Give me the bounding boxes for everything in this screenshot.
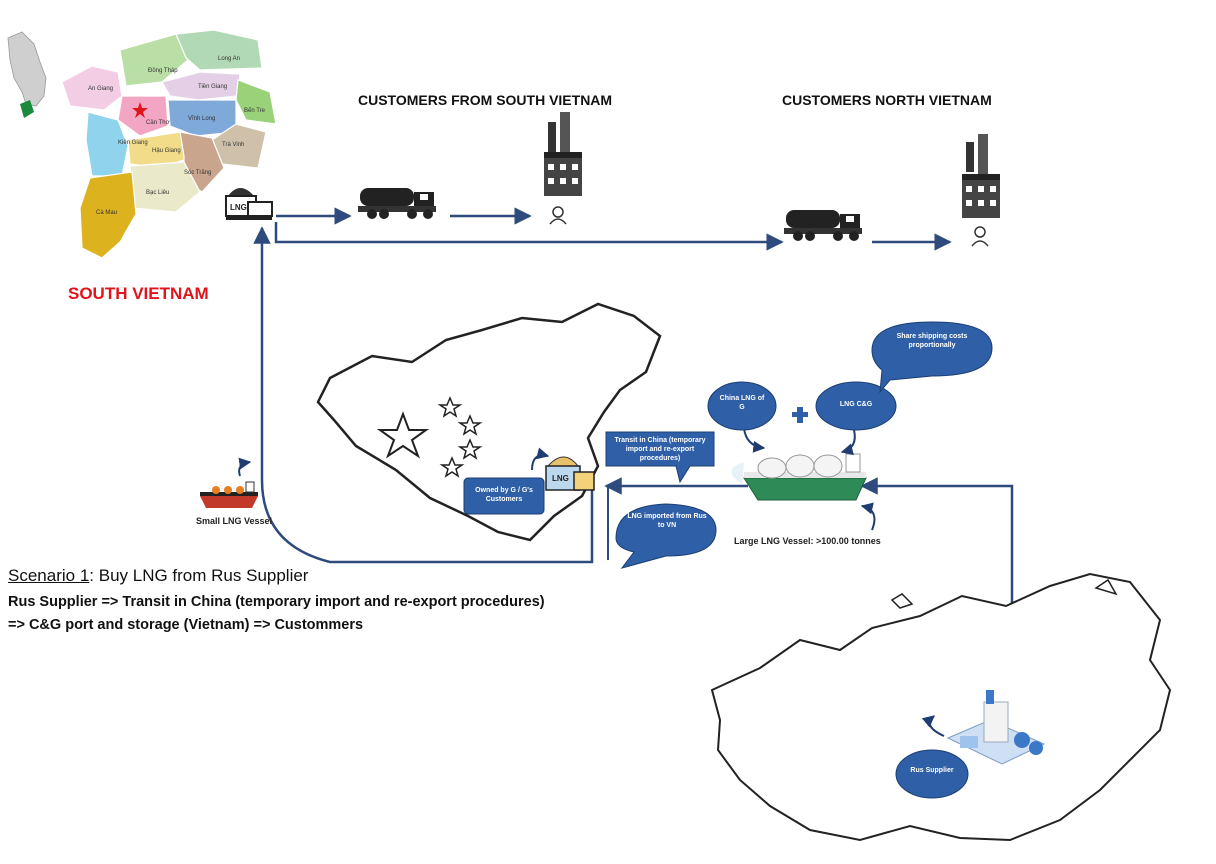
bubble-rus-supplier: Rus Supplier — [910, 767, 954, 774]
lng-terminal-vietnam-icon: LNG — [225, 188, 273, 220]
callout-arrows — [743, 427, 876, 531]
can-tho-star-icon — [132, 102, 148, 118]
lng-terminal-china-icon: LNG — [531, 447, 595, 491]
lng-truck-north-icon — [784, 210, 862, 241]
province-dong-thap — [119, 33, 189, 87]
svg-text:Trà Vinh: Trà Vinh — [222, 142, 244, 148]
scenario-line-2: => C&G port and storage (Vietnam) => Cus… — [8, 617, 364, 633]
scenario-text: : Buy LNG from Rus Supplier — [89, 566, 309, 585]
province-vinh-long — [167, 99, 237, 137]
svg-text:LNG: LNG — [552, 474, 569, 483]
province-ben-tre — [235, 79, 277, 125]
province-long-an — [175, 29, 263, 71]
small-lng-vessel-icon — [200, 457, 258, 508]
factory-south-icon — [544, 112, 582, 225]
factory-north-icon — [962, 134, 1000, 247]
bubble-share: Share shipping costs proportionally — [896, 333, 968, 349]
rus-supplier-plant-icon — [921, 690, 1046, 765]
header-north-customers: CUSTOMERS NORTH VIETNAM — [782, 92, 992, 108]
plus-icon — [792, 407, 808, 423]
svg-text:Cà Mau: Cà Mau — [96, 210, 117, 216]
svg-text:Kiên Giang: Kiên Giang — [118, 140, 148, 146]
south-vietnam-map: Long An Đồng Tháp An Giang Tiền Giang Bế… — [61, 29, 277, 259]
scenario-line-1: Rus Supplier => Transit in China (tempor… — [8, 594, 545, 610]
scenario-title: Scenario 1: Buy LNG from Rus Supplier — [8, 566, 308, 586]
bubble-owned: Owned by G / G's Customers — [475, 487, 533, 503]
svg-text:Tiền Giang: Tiền Giang — [198, 84, 227, 90]
scenario-label: Scenario 1 — [8, 566, 90, 585]
lng-truck-south-icon — [358, 188, 436, 219]
svg-text:Đồng Tháp: Đồng Tháp — [148, 68, 178, 74]
large-lng-vessel-icon — [731, 453, 867, 501]
large-vessel-label: Large LNG Vessel: >100.00 tonnes — [734, 536, 881, 546]
south-vietnam-title: SOUTH VIETNAM — [68, 284, 209, 303]
vietnam-locator-map — [7, 31, 47, 118]
bubble-cg: LNG C&G — [839, 401, 873, 408]
province-ca-mau — [79, 171, 137, 259]
russia-map — [710, 572, 1172, 842]
svg-text:Sóc Trăng: Sóc Trăng — [184, 170, 211, 176]
bubble-transit: Transit in China (temporary import and r… — [614, 437, 706, 462]
small-vessel-label: Small LNG Vessel — [196, 516, 273, 526]
province-tra-vinh — [211, 123, 267, 169]
svg-text:Bến Tre: Bến Tre — [244, 108, 266, 114]
svg-text:Long An: Long An — [218, 56, 240, 62]
svg-text:LNG: LNG — [230, 203, 247, 212]
svg-text:Bạc Liêu: Bạc Liêu — [146, 190, 169, 196]
svg-text:Cần Thơ: Cần Thơ — [146, 120, 170, 126]
svg-text:Vĩnh Long: Vĩnh Long — [188, 116, 215, 122]
speech-bubbles — [463, 321, 993, 799]
header-south-customers: CUSTOMERS FROM SOUTH VIETNAM — [358, 92, 613, 108]
svg-text:An Giang: An Giang — [88, 86, 113, 92]
bubble-china-lng: China LNG of G — [719, 395, 765, 411]
svg-text:Hậu Giang: Hậu Giang — [152, 148, 181, 154]
bubble-imported: LNG imported from Rus to VN — [627, 513, 707, 529]
